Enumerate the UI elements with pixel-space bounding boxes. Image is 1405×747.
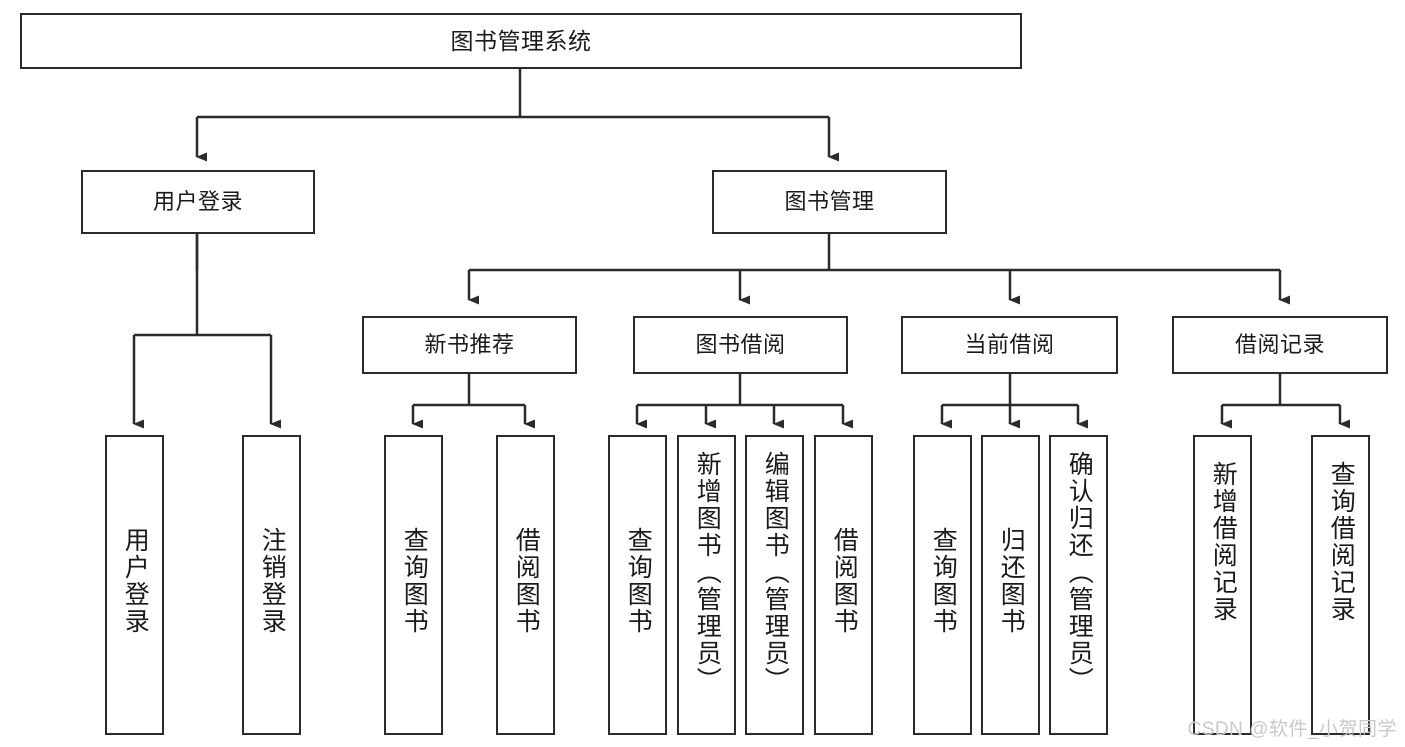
- node-label: 图书借阅: [695, 332, 786, 358]
- node-label: 当前借阅: [964, 332, 1055, 358]
- node-new-book-recommendation[interactable]: 新书推荐: [362, 316, 577, 374]
- node-label: 新增图书（管理员）: [693, 451, 722, 694]
- node-book-management[interactable]: 图书管理: [712, 170, 947, 234]
- csdn-watermark: CSDN @软件_小贺同学: [1187, 719, 1397, 740]
- leaf-query-book-current[interactable]: 查询图书: [913, 435, 972, 735]
- node-label: 编辑图书（管理员）: [761, 451, 790, 694]
- node-label: 借阅图书: [512, 527, 541, 635]
- node-label: 用户登录: [152, 189, 243, 215]
- node-label: 图书管理系统: [450, 27, 592, 54]
- leaf-user-login[interactable]: 用户登录: [105, 435, 164, 735]
- node-label: 新增借阅记录: [1209, 461, 1238, 623]
- node-label: 借阅记录: [1234, 332, 1325, 358]
- node-label: 借阅图书: [830, 527, 859, 635]
- node-label: 确认归还（管理员）: [1065, 451, 1094, 694]
- node-label: 注销登录: [258, 527, 287, 635]
- leaf-borrow-book[interactable]: 借阅图书: [814, 435, 873, 735]
- node-label: 查询借阅记录: [1327, 461, 1356, 623]
- leaf-logout[interactable]: 注销登录: [242, 435, 301, 735]
- node-label: 查询图书: [624, 527, 653, 635]
- node-user-login[interactable]: 用户登录: [81, 170, 315, 234]
- node-book-borrowing[interactable]: 图书借阅: [633, 316, 848, 374]
- node-current-borrowing[interactable]: 当前借阅: [901, 316, 1118, 374]
- leaf-confirm-return-admin[interactable]: 确认归还（管理员）: [1049, 435, 1108, 735]
- node-label: 归还图书: [997, 527, 1026, 635]
- node-label: 图书管理: [784, 189, 875, 215]
- node-borrowing-record[interactable]: 借阅记录: [1172, 316, 1388, 374]
- leaf-query-borrowing-record[interactable]: 查询借阅记录: [1311, 435, 1370, 735]
- leaf-query-book-borrowing[interactable]: 查询图书: [608, 435, 667, 735]
- leaf-return-book[interactable]: 归还图书: [981, 435, 1040, 735]
- leaf-add-book-admin[interactable]: 新增图书（管理员）: [677, 435, 736, 735]
- leaf-add-borrowing-record[interactable]: 新增借阅记录: [1193, 435, 1252, 735]
- leaf-borrow-book-recommendation[interactable]: 借阅图书: [496, 435, 555, 735]
- node-label: 查询图书: [400, 527, 429, 635]
- node-label: 新书推荐: [424, 332, 515, 358]
- node-label: 查询图书: [929, 527, 958, 635]
- node-label: 用户登录: [121, 527, 150, 635]
- leaf-query-book-recommendation[interactable]: 查询图书: [384, 435, 443, 735]
- leaf-edit-book-admin[interactable]: 编辑图书（管理员）: [745, 435, 804, 735]
- node-root-book-management-system[interactable]: 图书管理系统: [20, 13, 1022, 69]
